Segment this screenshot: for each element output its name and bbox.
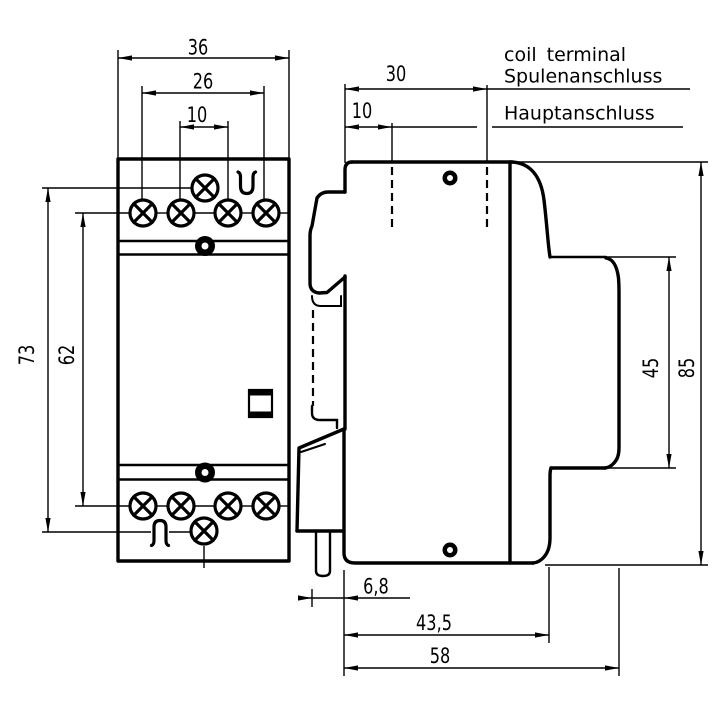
dim-front-width: 36 [188, 35, 209, 60]
dim-main-terminal-depth: 10 [352, 99, 373, 124]
label-main-terminal-de: Hauptanschluss [504, 103, 655, 125]
front-dimensions: 36 26 10 73 62 [15, 35, 290, 533]
dim-step-depth: 43,5 [416, 611, 452, 636]
rivet-bottom [195, 462, 215, 483]
dim-total-height: 85 [675, 358, 700, 379]
dim-coil-screw-span: 73 [15, 345, 40, 366]
side-view [295, 160, 621, 578]
dim-coil-terminal-depth: 30 [386, 62, 407, 87]
dim-terminal-pitch: 10 [187, 103, 208, 128]
dim-terminal-span: 26 [193, 69, 214, 94]
rivet-top [195, 236, 215, 256]
window-square [247, 388, 274, 419]
mounting-hole-bottom [442, 542, 458, 558]
dim-total-depth: 58 [430, 644, 451, 669]
label-coil-terminal-en: coil terminal [504, 44, 626, 66]
slot-top [236, 170, 258, 196]
dim-upper-body-height: 45 [639, 358, 664, 379]
dim-rail-recess: 6,8 [363, 574, 389, 599]
side-dimensions: 30 10 coil terminal Spulenanschluss Haup… [298, 44, 708, 676]
screw-centerlines [156, 212, 288, 507]
label-coil-terminal-de: Spulenanschluss [504, 66, 662, 88]
slot-bottom [149, 518, 171, 548]
screw-terminals [128, 173, 281, 546]
dim-main-screw-span: 62 [55, 345, 80, 366]
mounting-hole-top [442, 170, 458, 186]
